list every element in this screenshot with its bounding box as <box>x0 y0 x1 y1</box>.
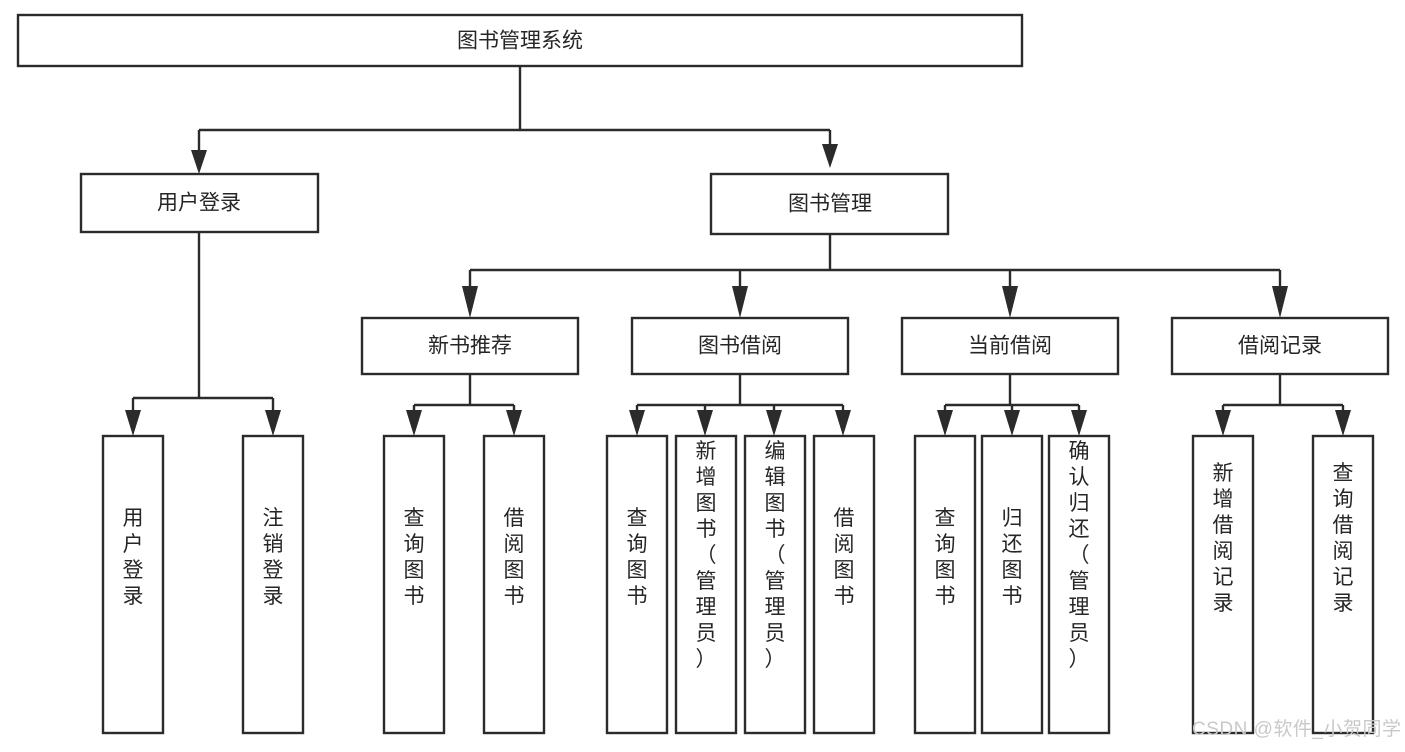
node-book-borrow-box[interactable] <box>630 316 850 376</box>
leaf-node-user-login-2-box[interactable] <box>241 434 305 735</box>
arrow-head-currentborrow-leaf-1 <box>937 410 953 436</box>
arrow-head-newbook-leaf-2 <box>506 410 522 436</box>
leaf-node-current-borrow-2-box[interactable] <box>980 434 1044 735</box>
leaf-node-book-borrow-3-box[interactable] <box>743 434 807 735</box>
arrow-head-to-book-borrow <box>732 286 748 318</box>
node-new-book-recommend-box[interactable] <box>360 316 580 376</box>
arrow-head-borrowrecord-leaf-2 <box>1335 410 1351 436</box>
leaf-node-book-borrow-3[interactable]: 编辑图书（管理员） <box>743 434 807 735</box>
leaf-node-new-book-1-box[interactable] <box>382 434 446 735</box>
node-user-login[interactable]: 用户登录 <box>79 172 320 234</box>
leaf-node-book-borrow-3-label: 编辑图书（管理员） <box>765 440 786 671</box>
node-book-borrow[interactable]: 图书借阅 <box>630 316 850 376</box>
leaf-node-new-book-1-label: 查询图书 <box>404 507 425 608</box>
arrow-head-to-book-manage <box>822 144 838 168</box>
node-root-system-box[interactable] <box>16 13 1024 68</box>
leaf-node-current-borrow-1[interactable]: 查询图书 <box>913 434 977 735</box>
leaf-node-book-borrow-1[interactable]: 查询图书 <box>605 434 669 735</box>
arrow-head-userlogin-leaf-2 <box>265 410 281 436</box>
arrow-head-to-borrow-record <box>1272 286 1288 318</box>
leaf-node-book-borrow-1-label: 查询图书 <box>627 507 648 608</box>
arrow-head-to-user-login <box>191 150 207 174</box>
arrow-head-bookborrow-leaf-4 <box>835 410 851 436</box>
leaf-node-user-login-1-box[interactable] <box>101 434 165 735</box>
node-borrow-record[interactable]: 借阅记录 <box>1170 316 1390 376</box>
leaf-node-book-borrow-4[interactable]: 借阅图书 <box>812 434 876 735</box>
leaf-node-borrow-record-2[interactable]: 查询借阅记录 <box>1311 434 1375 735</box>
leaf-node-current-borrow-3-label: 确认归还（管理员） <box>1069 440 1090 671</box>
leaf-node-book-borrow-2-label: 新增图书（管理员） <box>696 440 717 671</box>
leaf-node-book-borrow-4-label: 借阅图书 <box>834 507 855 608</box>
leaf-node-user-login-2[interactable]: 注销登录 <box>241 434 305 735</box>
leaf-node-borrow-record-1-box[interactable] <box>1191 434 1255 735</box>
leaf-node-user-login-1[interactable]: 用户登录 <box>101 434 165 735</box>
node-user-login-box[interactable] <box>79 172 320 234</box>
node-new-book-recommend-label: 新书推荐 <box>428 335 512 358</box>
arrow-head-userlogin-leaf-1 <box>125 410 141 436</box>
leaf-node-current-borrow-1-label: 查询图书 <box>935 507 956 608</box>
leaf-node-book-borrow-4-box[interactable] <box>812 434 876 735</box>
arrow-head-borrowrecord-leaf-1 <box>1215 410 1231 436</box>
leaf-node-current-borrow-2[interactable]: 归还图书 <box>980 434 1044 735</box>
leaf-node-book-borrow-1-box[interactable] <box>605 434 669 735</box>
node-current-borrow[interactable]: 当前借阅 <box>900 316 1120 376</box>
leaf-node-new-book-1[interactable]: 查询图书 <box>382 434 446 735</box>
node-current-borrow-box[interactable] <box>900 316 1120 376</box>
arrow-head-currentborrow-leaf-2 <box>1004 410 1020 436</box>
leaf-node-current-borrow-3-box[interactable] <box>1047 434 1111 735</box>
node-borrow-record-label: 借阅记录 <box>1238 335 1322 358</box>
arrow-head-bookborrow-leaf-2 <box>697 410 713 436</box>
node-borrow-record-box[interactable] <box>1170 316 1390 376</box>
node-user-login-label: 用户登录 <box>157 192 241 215</box>
leaf-node-book-borrow-2[interactable]: 新增图书（管理员） <box>674 434 738 735</box>
node-new-book-recommend[interactable]: 新书推荐 <box>360 316 580 376</box>
leaf-node-current-borrow-2-label: 归还图书 <box>1002 507 1023 608</box>
arrow-head-currentborrow-leaf-3 <box>1071 410 1087 436</box>
leaf-node-current-borrow-1-box[interactable] <box>913 434 977 735</box>
leaf-node-borrow-record-2-box[interactable] <box>1311 434 1375 735</box>
arrow-head-bookborrow-leaf-3 <box>766 410 782 436</box>
leaf-node-new-book-2[interactable]: 借阅图书 <box>482 434 546 735</box>
leaf-node-borrow-record-1[interactable]: 新增借阅记录 <box>1191 434 1255 735</box>
leaf-node-new-book-2-label: 借阅图书 <box>504 507 525 608</box>
leaf-node-borrow-record-1-label: 新增借阅记录 <box>1213 462 1234 615</box>
arrow-head-bookborrow-leaf-1 <box>629 410 645 436</box>
leaf-node-user-login-1-label: 用户登录 <box>123 507 144 608</box>
arrow-head-to-current-borrow <box>1002 286 1018 318</box>
node-current-borrow-label: 当前借阅 <box>968 335 1052 358</box>
leaf-node-borrow-record-2-label: 查询借阅记录 <box>1333 462 1354 615</box>
arrow-head-newbook-leaf-1 <box>406 410 422 436</box>
csdn-watermark: CSDN @软件_小贺同学 <box>1192 718 1401 740</box>
node-root-system[interactable]: 图书管理系统 <box>16 13 1024 68</box>
leaf-node-new-book-2-box[interactable] <box>482 434 546 735</box>
leaf-node-user-login-2-label: 注销登录 <box>263 507 284 608</box>
arrow-head-to-new-book <box>462 286 478 318</box>
node-book-manage-label: 图书管理 <box>788 193 872 216</box>
node-root-system-label: 图书管理系统 <box>457 30 583 53</box>
node-book-manage-box[interactable] <box>709 172 950 236</box>
node-book-borrow-label: 图书借阅 <box>698 335 782 358</box>
leaf-node-current-borrow-3[interactable]: 确认归还（管理员） <box>1047 434 1111 735</box>
node-book-manage[interactable]: 图书管理 <box>709 172 950 236</box>
connector-layer <box>125 66 1351 436</box>
leaf-node-book-borrow-2-box[interactable] <box>674 434 738 735</box>
